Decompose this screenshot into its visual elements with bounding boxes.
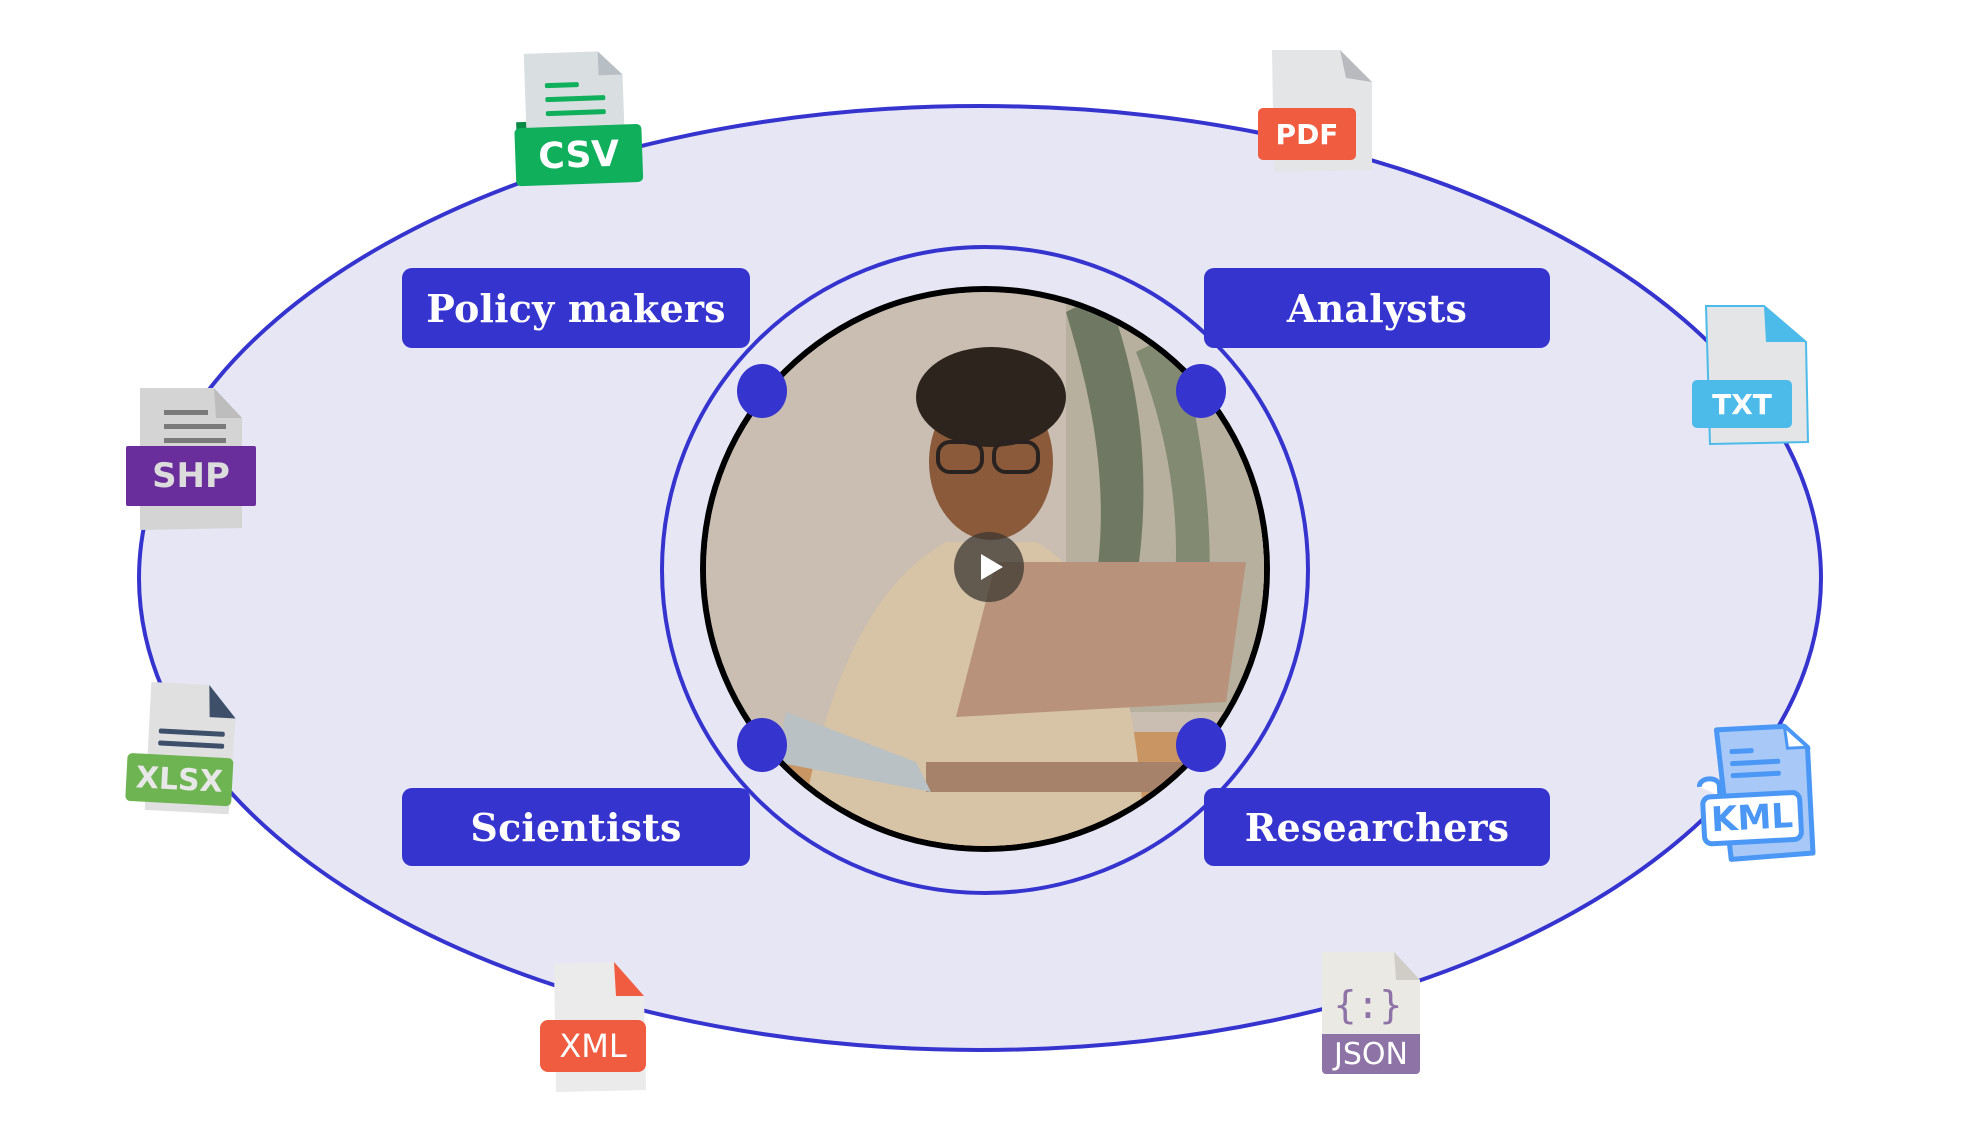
file-type-badge: PDF bbox=[1258, 108, 1356, 160]
connector-dot-bottom-right bbox=[1176, 718, 1226, 772]
audience-label-text: Analysts bbox=[1286, 285, 1468, 331]
audience-label-text: Researchers bbox=[1244, 804, 1510, 850]
txt-file-icon[interactable]: TXT bbox=[1692, 302, 1822, 452]
document-icon bbox=[1704, 305, 1810, 446]
center-video-thumbnail[interactable] bbox=[700, 286, 1270, 852]
shp-file-icon[interactable]: SHP bbox=[124, 384, 260, 534]
audience-label-text: Scientists bbox=[470, 804, 682, 850]
kml-file-icon[interactable]: KML bbox=[1686, 719, 1824, 876]
connector-dot-top-right bbox=[1176, 364, 1226, 418]
document-icon: {:} bbox=[1322, 952, 1420, 1036]
file-type-badge: JSON bbox=[1322, 1034, 1420, 1074]
audience-label-analysts[interactable]: Analysts bbox=[1204, 268, 1550, 348]
audience-label-scientists[interactable]: Scientists bbox=[402, 788, 750, 866]
connector-dot-top-left bbox=[737, 364, 787, 418]
connector-dot-bottom-left bbox=[737, 718, 787, 772]
json-file-icon[interactable]: {:} JSON bbox=[1316, 946, 1426, 1076]
xml-file-icon[interactable]: XML bbox=[540, 956, 660, 1096]
audience-label-text: Policy makers bbox=[426, 285, 726, 331]
svg-text:{:}: {:} bbox=[1334, 983, 1403, 1027]
audience-label-researchers[interactable]: Researchers bbox=[1204, 788, 1550, 866]
file-type-badge: SHP bbox=[126, 446, 256, 506]
file-type-badge: CSV bbox=[514, 123, 644, 187]
xlsx-file-icon[interactable]: XLSX bbox=[124, 675, 251, 821]
csv-file-icon[interactable]: CSV bbox=[510, 46, 650, 191]
file-type-badge: KML bbox=[1699, 789, 1805, 847]
file-type-badge: XLSX bbox=[125, 752, 234, 807]
file-type-badge: TXT bbox=[1692, 380, 1792, 428]
inner-ring bbox=[660, 245, 1310, 895]
audience-label-policy-makers[interactable]: Policy makers bbox=[402, 268, 750, 348]
play-button[interactable] bbox=[954, 532, 1024, 602]
play-icon bbox=[981, 554, 1003, 580]
pdf-file-icon[interactable]: PDF bbox=[1258, 46, 1378, 176]
file-type-badge: XML bbox=[540, 1020, 646, 1072]
